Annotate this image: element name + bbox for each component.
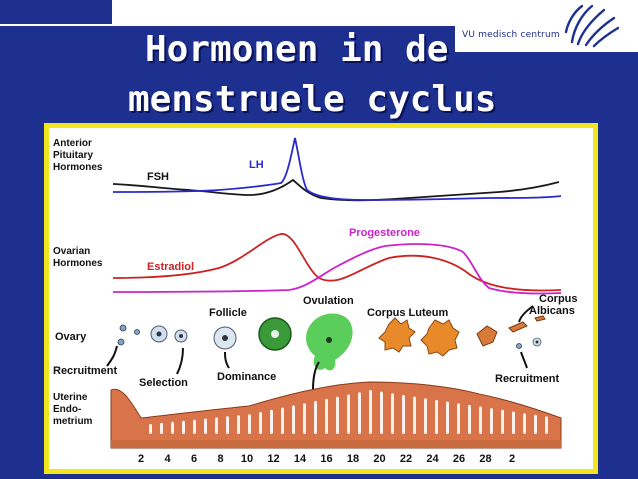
ovary-label: Ovary xyxy=(55,331,87,343)
day-tick-label: 16 xyxy=(320,453,332,465)
progesterone-curve xyxy=(112,243,562,295)
day-tick-label: 24 xyxy=(426,453,439,465)
ovulation-label: Ovulation xyxy=(303,295,354,307)
dominance-label: Dominance xyxy=(217,371,276,383)
corpus-albicans-label-2: Albicans xyxy=(529,305,575,317)
brand-name: VU medisch centrum xyxy=(462,30,560,40)
corpus-luteum-label: Corpus Luteum xyxy=(367,307,448,319)
menstrual-cycle-diagram: Anterior Pituitary Hormones Ovarian Horm… xyxy=(53,137,578,465)
diagram-panel: Anterior Pituitary Hormones Ovarian Horm… xyxy=(44,123,598,474)
corpus-albicans-label-1: Corpus xyxy=(539,293,578,305)
day-tick-label: 14 xyxy=(294,453,307,465)
day-tick-label: 10 xyxy=(241,453,253,465)
uterine-label-2: Endo- xyxy=(53,404,81,415)
lh-label: LH xyxy=(249,159,264,171)
follicle-label: Follicle xyxy=(209,307,247,319)
day-tick-label: 2 xyxy=(509,453,515,465)
title-line-2: menstruele cyclus xyxy=(128,79,497,120)
ovarian-label-2: Hormones xyxy=(53,258,103,269)
day-tick-label: 22 xyxy=(400,453,412,465)
day-tick-label: 26 xyxy=(453,453,465,465)
day-tick-label: 6 xyxy=(191,453,197,465)
pituitary-label-3: Hormones xyxy=(53,162,103,173)
day-tick-label: 28 xyxy=(479,453,491,465)
recruitment-right-label: Recruitment xyxy=(495,373,560,385)
estradiol-label: Estradiol xyxy=(147,261,194,273)
day-tick-label: 2 xyxy=(138,453,144,465)
pituitary-label-2: Pituitary xyxy=(53,150,93,161)
day-tick-label: 8 xyxy=(217,453,223,465)
pituitary-label-1: Anterior xyxy=(53,138,92,149)
day-tick-label: 12 xyxy=(267,453,279,465)
day-tick-label: 18 xyxy=(347,453,359,465)
ovarian-label-1: Ovarian xyxy=(53,246,90,257)
vumc-logo-icon xyxy=(564,4,620,48)
fsh-label: FSH xyxy=(147,171,169,183)
top-left-corner xyxy=(0,0,112,24)
title-line-1: Hormonen in de xyxy=(145,29,449,70)
uterine-label-3: metrium xyxy=(53,416,93,427)
recruitment-left-label: Recruitment xyxy=(53,365,118,377)
follicle-illustrations xyxy=(117,313,546,371)
progesterone-label: Progesterone xyxy=(349,227,420,239)
endometrium-glands xyxy=(149,390,548,434)
endometrium-basal-layer xyxy=(111,440,561,448)
uterine-label-1: Uterine xyxy=(53,392,88,403)
selection-label: Selection xyxy=(139,377,188,389)
brand-box xyxy=(455,0,638,52)
day-tick-label: 4 xyxy=(164,453,171,465)
day-tick-label: 20 xyxy=(373,453,385,465)
lh-curve xyxy=(112,137,562,201)
stage-arrows xyxy=(106,305,534,391)
